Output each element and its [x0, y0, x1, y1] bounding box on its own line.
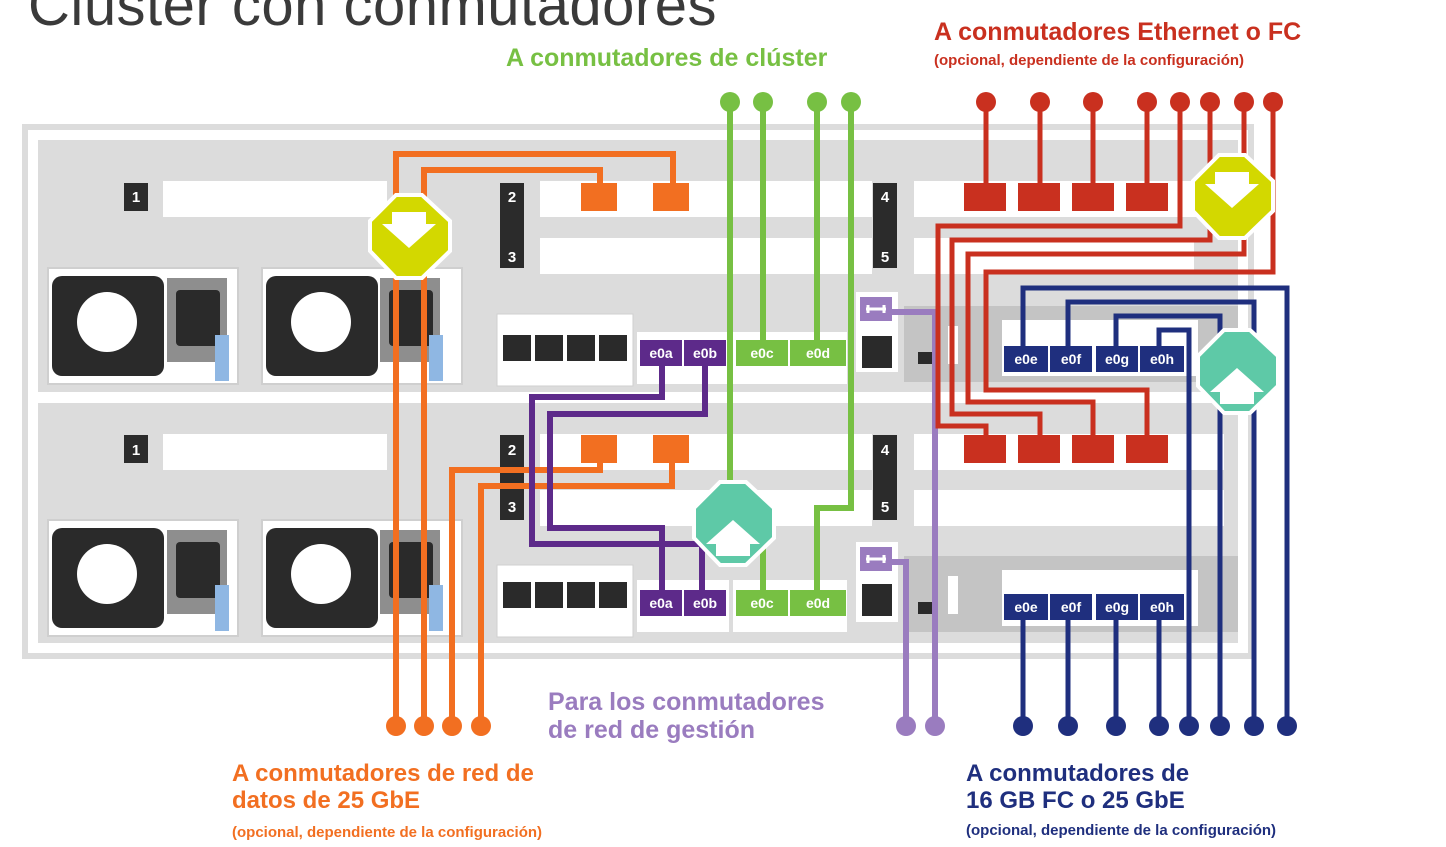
- slot-1-b: 1: [132, 442, 140, 459]
- page-title: Clúster con conmutadores: [28, 0, 717, 38]
- up-arrow-octagon-icon: [692, 328, 1280, 567]
- eth-fc-switch-label: A conmutadores Ethernet o FC: [934, 18, 1302, 46]
- slot-3-a: 3: [508, 249, 516, 266]
- slot-4-a: 4: [881, 189, 890, 206]
- port-e0h-a: e0h: [1150, 351, 1174, 367]
- port-e0f-b: e0f: [1061, 599, 1082, 615]
- fc-switch-label-line1: A conmutadores de: [966, 760, 1190, 787]
- purple-cables: [529, 358, 708, 596]
- port-e0e-b: e0e: [1014, 599, 1038, 615]
- port-e0f-a: e0f: [1061, 351, 1082, 367]
- port-e0a-a: e0a: [649, 345, 673, 361]
- fc-switch-note: (opcional, dependiente de la configuraci…: [966, 822, 1277, 839]
- psu-b: [47, 519, 463, 637]
- psu-a: [47, 267, 463, 385]
- data-switch-label-line1: A conmutadores de red de: [232, 760, 534, 787]
- cluster-switch-label: A conmutadores de clúster: [506, 44, 828, 72]
- port-e0e-a: e0e: [1014, 351, 1038, 367]
- wrench-icon: [860, 297, 892, 571]
- port-e0c-a: e0c: [750, 345, 774, 361]
- port-labels: e0a e0b e0c e0d e0a e0b e0c e0d e0e e0f …: [649, 345, 1174, 615]
- navy-cables: [1020, 285, 1290, 726]
- port-e0g-a: e0g: [1105, 351, 1129, 367]
- data-switch-note: (opcional, dependiente de la configuraci…: [232, 824, 543, 841]
- port-e0g-b: e0g: [1105, 599, 1129, 615]
- cable-end-dots: [386, 92, 1297, 736]
- slot-3-b: 3: [508, 499, 516, 516]
- slot-2-b: 2: [508, 442, 516, 459]
- down-arrow-octagon-icon: [368, 153, 1275, 280]
- port-e0a-b: e0a: [649, 595, 673, 611]
- data-switch-label-line2: datos de 25 GbE: [232, 787, 421, 814]
- fc-switch-label-line2: 16 GB FC o 25 GbE: [966, 787, 1185, 814]
- orange-cables: [393, 151, 676, 726]
- mgmt-label-line2: de red de gestión: [548, 716, 755, 744]
- port-e0d-b: e0d: [806, 595, 830, 611]
- port-boxes: [640, 340, 1184, 620]
- green-cables: [727, 102, 854, 596]
- eth-fc-note: (opcional, dependiente de la configuraci…: [934, 52, 1245, 69]
- port-e0h-b: e0h: [1150, 599, 1174, 615]
- slot-5-b: 5: [881, 499, 889, 516]
- slot-tags: [124, 183, 897, 520]
- slot-5-a: 5: [881, 249, 889, 266]
- port-e0b-b: e0b: [693, 595, 717, 611]
- mgmt-label-line1: Para los conmutadores: [548, 688, 825, 716]
- slot-4-b: 4: [881, 442, 890, 459]
- slot-2-a: 2: [508, 189, 516, 206]
- slot-numbers: 1 2 3 4 5 1 2 3 4 5: [132, 189, 890, 516]
- port-e0d-a: e0d: [806, 345, 830, 361]
- port-e0b-a: e0b: [693, 345, 717, 361]
- port-e0c-b: e0c: [750, 595, 774, 611]
- slot-1-a: 1: [132, 189, 140, 206]
